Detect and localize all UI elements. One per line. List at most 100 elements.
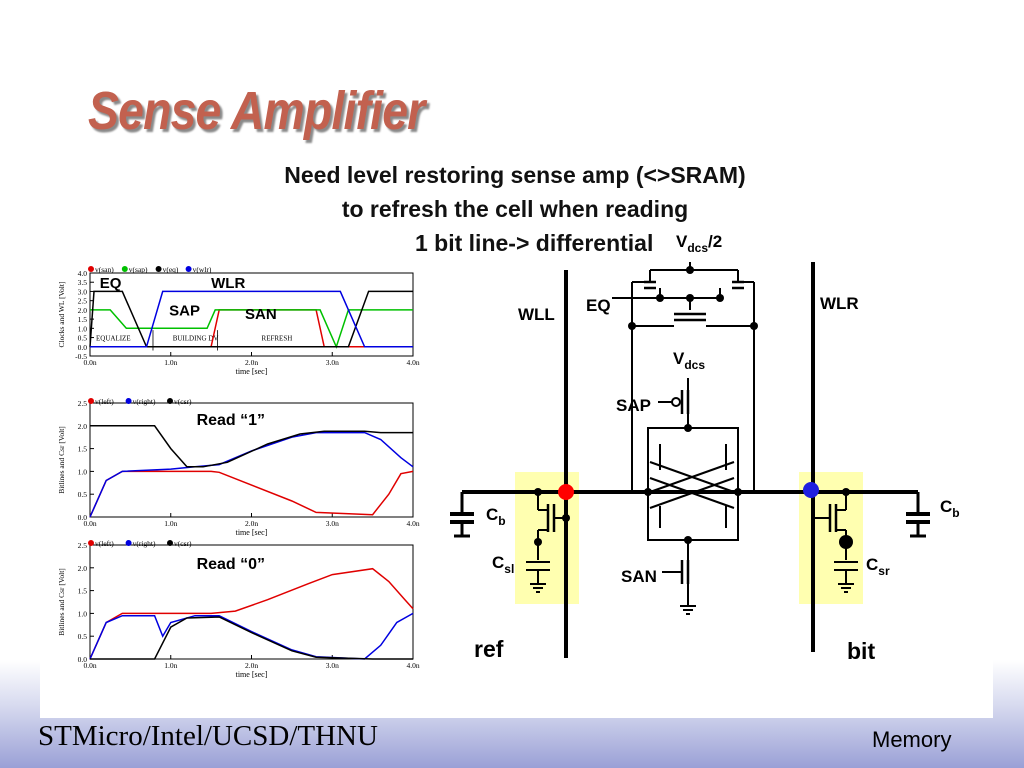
- chart-2-ytick-label: 2.0: [78, 564, 88, 573]
- chart-0-legend-marker: [88, 266, 94, 272]
- chart-2-legend-marker: [88, 540, 94, 546]
- chart-0-legend-label: v(eq): [163, 265, 179, 274]
- chart-0-ytick-label: 2.0: [78, 306, 88, 315]
- chart-0-legend-marker: [155, 266, 162, 272]
- chart-2-title: Read “0”: [197, 556, 265, 573]
- ref-node: [558, 484, 574, 500]
- subtitle-line-3: 1 bit line-> differential: [415, 230, 654, 256]
- chart-0-ylabel: Clocks and WL [Volt]: [57, 282, 66, 348]
- subtitle-line-2: to refresh the cell when reading: [341, 196, 689, 222]
- chart-1-plot-area: [89, 402, 414, 518]
- chart-0-ytick-label: 1.0: [78, 324, 88, 333]
- chart-0-annotation-san: SAN: [245, 306, 277, 323]
- san-label: SAN: [621, 567, 657, 586]
- chart-2-ytick-label: 1.0: [78, 609, 88, 618]
- chart-1-ytick-label: 0.5: [78, 490, 88, 499]
- chart-2-xlabel: time [sec]: [236, 670, 268, 679]
- chart-0-xtick-label: 3.0n: [326, 358, 339, 367]
- chart-0-legend-label: v(san): [95, 265, 114, 274]
- ref-label: ref: [474, 636, 504, 662]
- chart-1-ytick-label: 2.5: [78, 399, 88, 408]
- wll-label: WLL: [518, 305, 555, 324]
- chart-1-xtick-label: 0.0n: [83, 519, 96, 528]
- sap-label: SAP: [616, 396, 651, 415]
- chart-0-annotation-eq: EQ: [100, 275, 122, 292]
- chart-0-xtick-label: 0.0n: [83, 358, 96, 367]
- chart-1-legend-marker: [125, 398, 132, 404]
- bit-label: bit: [847, 638, 875, 664]
- chart-2-series-vright: [89, 612, 414, 660]
- chart-0-series-vsap: [90, 309, 413, 349]
- chart-2-xtick-label: 0.0n: [83, 661, 96, 670]
- chart-2-xtick-label: 3.0n: [326, 661, 339, 670]
- chart-0-ytick-label: 2.5: [78, 297, 88, 306]
- chart-2-xtick-label: 2.0n: [245, 661, 258, 670]
- chart-1-ytick-label: 2.0: [78, 422, 88, 431]
- chart-2-xtick-label: 1.0n: [164, 661, 177, 670]
- vdcs-half-label: Vdcs/2: [676, 232, 722, 255]
- chart-1-xtick-label: 1.0n: [164, 519, 177, 528]
- chart-2-legend-marker: [125, 540, 132, 546]
- chart-2-ylabel: Bitlines and Csr [Volt]: [57, 568, 66, 636]
- chart-1-legend-label: v(left): [95, 397, 114, 406]
- chart-2-xtick-label: 4.0n: [406, 661, 419, 670]
- chart-2-legend-label: v(csr): [174, 539, 192, 548]
- chart-2-ytick-label: 1.5: [78, 587, 88, 596]
- chart-0-legend-label: v(sap): [129, 265, 148, 274]
- chart-2-ytick-label: 0.5: [78, 632, 88, 641]
- subtitle-line-1: Need level restoring sense amp (<>SRAM): [284, 162, 746, 188]
- chart-1-xtick-label: 4.0n: [406, 519, 419, 528]
- chart-0-ytick-label: -0.5: [75, 352, 87, 361]
- chart-1-ylabel: Bitlines and Csr [Volt]: [57, 426, 66, 494]
- chart-0-xtick-label: 4.0n: [406, 358, 419, 367]
- bit-node: [803, 482, 819, 498]
- chart-0-legend-label: v(wlr): [193, 265, 212, 274]
- chart-1-title: Read “1”: [197, 412, 265, 429]
- wlr-label: WLR: [820, 294, 859, 313]
- chart-0-xtick-label: 2.0n: [245, 358, 258, 367]
- chart-1-legend-label: v(right): [133, 397, 156, 406]
- footer-credits: STMicro/Intel/UCSD/THNU: [38, 720, 378, 752]
- chart-0-ytick-label: 0.5: [78, 334, 88, 343]
- chart-2-plot-area: [89, 544, 414, 660]
- chart-0-ytick-label: 3.5: [78, 278, 88, 287]
- chart-1-ytick-label: 1.5: [78, 445, 88, 454]
- chart-0-xlabel: time [sec]: [236, 367, 268, 376]
- chart-0-legend-marker: [121, 266, 128, 272]
- chart-1-legend-marker: [88, 398, 94, 404]
- chart-1-legend-marker: [167, 398, 173, 404]
- chart-2-series-vcsr: [90, 616, 413, 660]
- chart-2-legend-label: v(right): [133, 539, 156, 548]
- chart-0-phase-label: BUILDING DV: [173, 334, 219, 342]
- chart-1-ytick-label: 1.0: [78, 467, 88, 476]
- chart-1-series-vcsr: [90, 425, 413, 468]
- chart-2-ytick-label: 2.5: [78, 541, 88, 550]
- chart-0-annotation-wlr: WLR: [211, 275, 245, 292]
- csl-label: Csl: [492, 553, 514, 576]
- chart-0-phase-label: REFRESH: [262, 334, 293, 342]
- chart-0-ytick-label: 4.0: [78, 269, 88, 278]
- chart-2-legend-marker: [167, 540, 173, 546]
- cb-left-label: Cb: [486, 505, 506, 528]
- chart-0-ytick-label: 0.0: [78, 343, 88, 352]
- slide-title: Sense Amplifier: [88, 81, 425, 141]
- chart-0-series-vwlr: [90, 290, 413, 348]
- chart-0-annotation-sap: SAP: [169, 302, 200, 319]
- chart-2-series-vleft: [89, 567, 414, 660]
- csr-storage-node: [839, 535, 853, 549]
- footer-topic: Memory: [872, 727, 952, 752]
- chart-1-xtick-label: 3.0n: [326, 519, 339, 528]
- chart-1-legend-label: v(csr): [174, 397, 192, 406]
- eq-label: EQ: [586, 296, 611, 315]
- chart-2-ytick-label: 0.0: [78, 655, 88, 664]
- slide-subtitle: Need level restoring sense amp (<>SRAM) …: [200, 158, 830, 260]
- chart-1-xtick-label: 2.0n: [245, 519, 258, 528]
- csr-label: Csr: [866, 555, 890, 578]
- chart-0-ytick-label: 1.5: [78, 315, 88, 324]
- chart-1-xlabel: time [sec]: [236, 528, 268, 537]
- cb-right-label: Cb: [940, 497, 960, 520]
- chart-0-legend-marker: [185, 266, 192, 272]
- vdcs-label: Vdcs: [673, 349, 705, 372]
